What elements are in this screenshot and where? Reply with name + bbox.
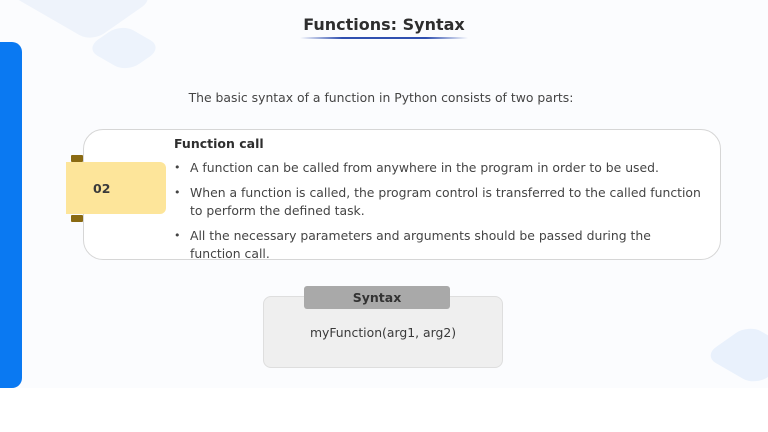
tab-pin-top bbox=[71, 155, 83, 162]
bullet-text: A function can be called from anywhere i… bbox=[190, 160, 659, 175]
bullet-text: When a function is called, the program c… bbox=[190, 184, 701, 219]
syntax-label: Syntax bbox=[304, 286, 450, 309]
slide-title: Functions: Syntax bbox=[303, 15, 465, 34]
card-heading: Function call bbox=[174, 136, 264, 151]
bullet-item: • When a function is called, the program… bbox=[174, 184, 704, 221]
syntax-code: myFunction(arg1, arg2) bbox=[309, 325, 457, 340]
tab-pin-bottom bbox=[71, 215, 83, 222]
function-call-card bbox=[83, 129, 721, 260]
bullet-item: • A function can be called from anywhere… bbox=[174, 159, 704, 178]
bullet-dot-icon: • bbox=[174, 161, 181, 174]
step-number-tab: 02 bbox=[66, 162, 166, 214]
bullet-dot-icon: • bbox=[174, 185, 181, 199]
bullet-dot-icon: • bbox=[174, 228, 181, 242]
bullet-list: • A function can be called from anywhere… bbox=[174, 159, 704, 270]
bullet-item: • All the necessary parameters and argum… bbox=[174, 227, 704, 264]
title-underline bbox=[300, 37, 468, 39]
bullet-text: All the necessary parameters and argumen… bbox=[190, 227, 651, 262]
intro-text: The basic syntax of a function in Python… bbox=[188, 90, 574, 105]
step-number: 02 bbox=[93, 180, 111, 196]
left-accent-bar bbox=[0, 42, 22, 388]
